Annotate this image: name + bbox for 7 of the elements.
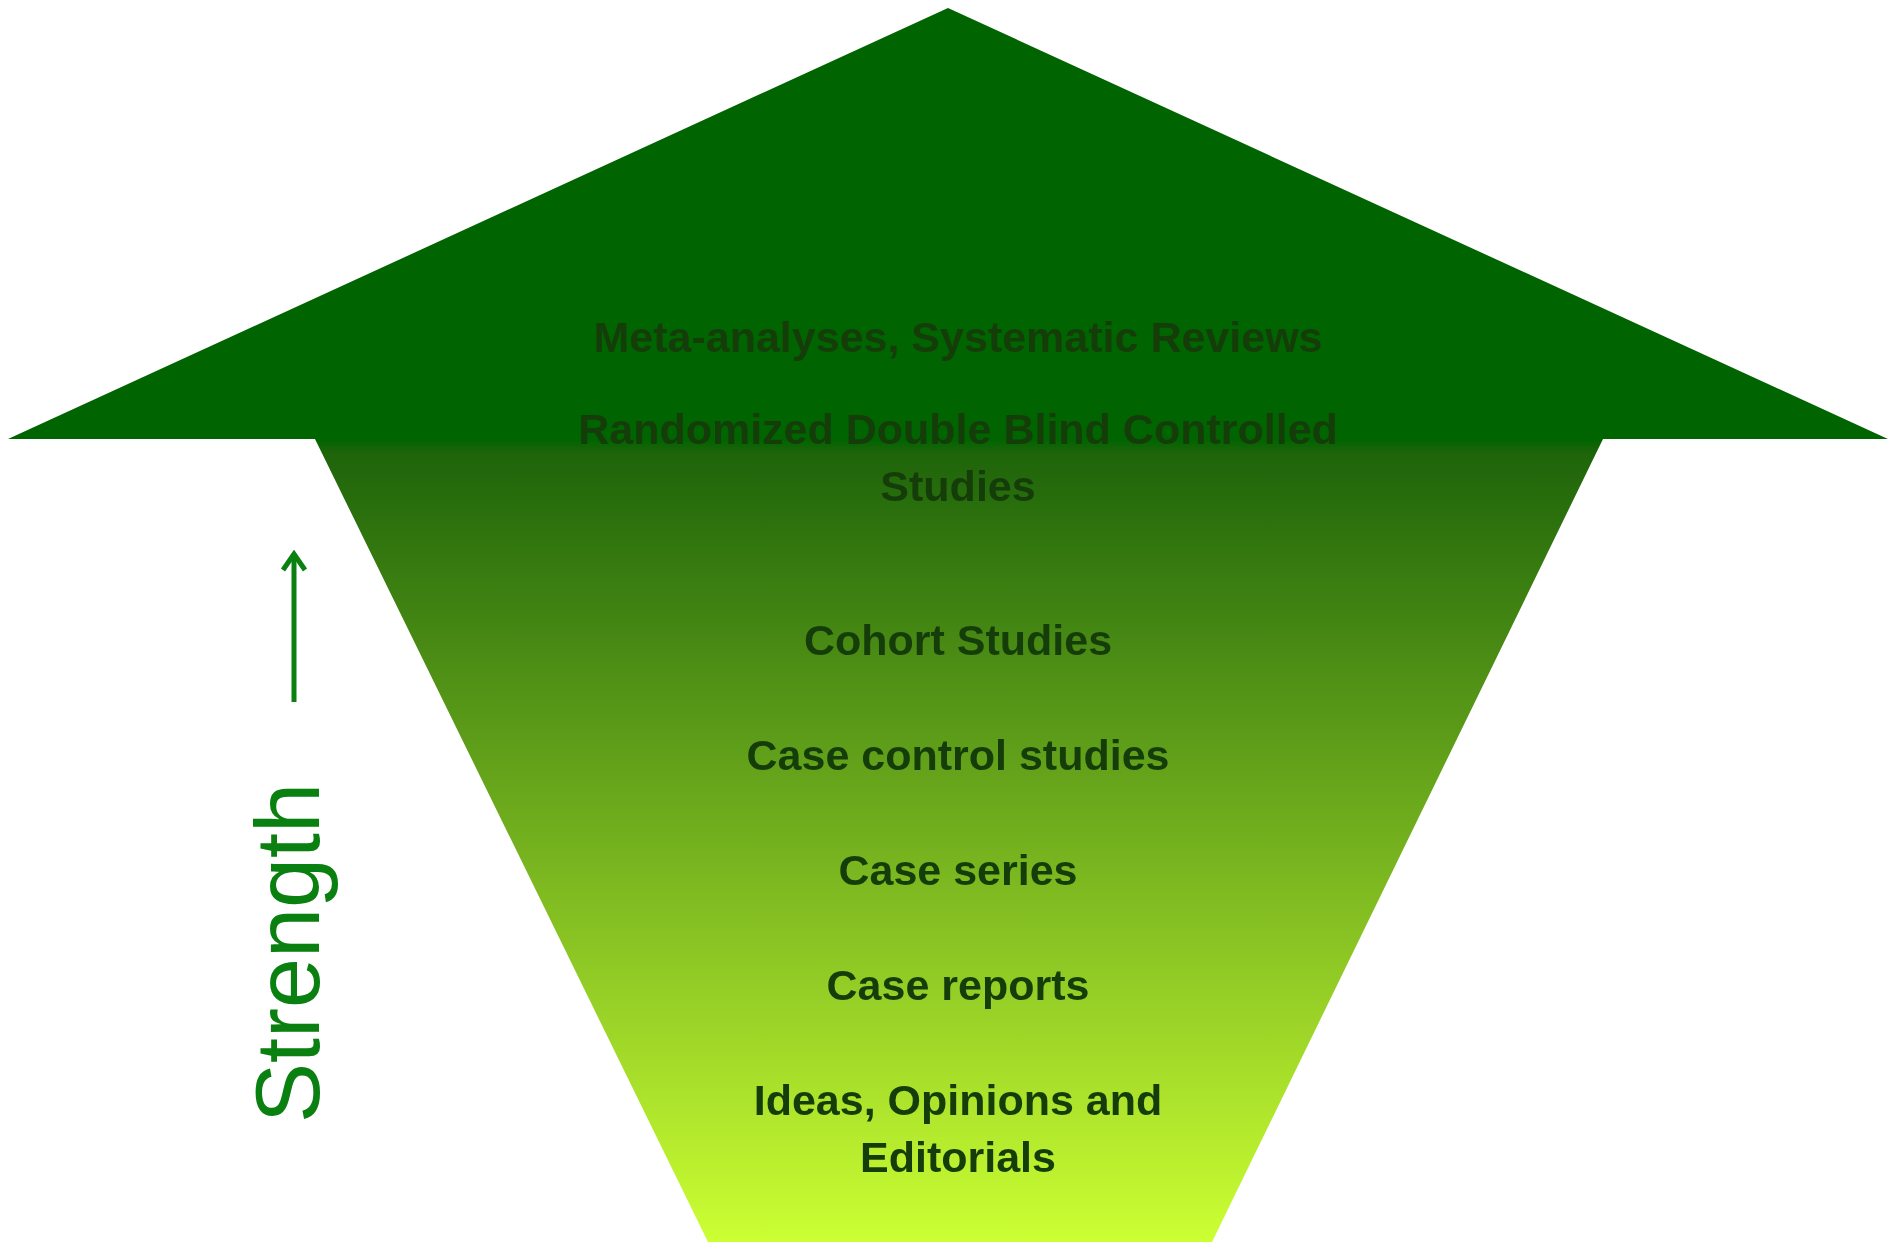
evidence-level-text: Case series	[837, 844, 1079, 896]
evidence-level-text: Case control studies	[745, 729, 1171, 781]
axis-label: Strength	[236, 782, 339, 1124]
arrow-shape	[8, 8, 1888, 1242]
evidence-level-text: Case reports	[825, 959, 1091, 1011]
evidence-level-text: Ideas, Opinions and Editorials	[752, 1075, 1164, 1183]
evidence-level-text: Cohort Studies	[802, 614, 1114, 666]
